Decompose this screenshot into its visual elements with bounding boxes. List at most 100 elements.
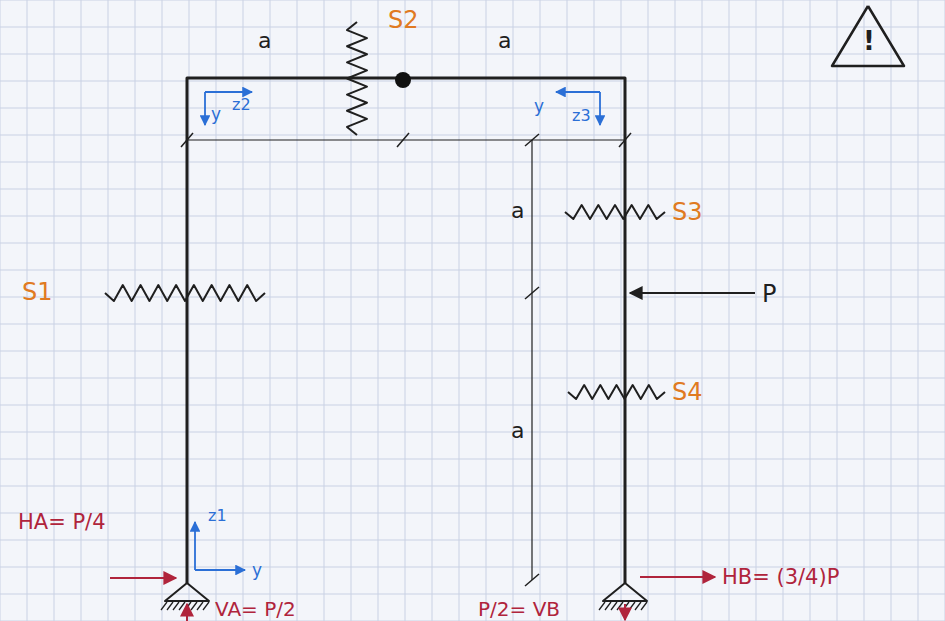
grid-line [243,0,244,621]
axis-arrow [195,569,245,571]
grid-line [0,135,945,136]
grid-line [729,0,730,621]
grid-line [432,0,433,621]
support-hatch [611,602,617,610]
grid-line [216,0,217,621]
dimension-label: a [498,30,511,52]
support-hatch [605,602,611,610]
frame-member [187,78,625,583]
grid-line [0,27,945,28]
grid-line [0,54,945,55]
grid-line [0,351,945,352]
grid-line [0,216,945,217]
support-hatch [173,602,179,610]
grid-line [783,0,784,621]
frame-structure [105,6,904,621]
spring-label: S2 [388,8,419,32]
grid-line [0,540,945,541]
grid-line [486,0,487,621]
support-hatch [617,602,623,610]
axis-label: z3 [572,108,591,124]
grid-line [0,297,945,298]
axis-arrow [204,92,206,125]
spring-symbol [565,205,665,219]
grid-line [162,0,163,621]
grid-line [621,0,622,621]
grid-line [540,0,541,621]
dimension-tick [525,574,539,586]
grid-line [378,0,379,621]
grid-line [837,0,838,621]
support-hatch [179,602,185,610]
grid-line [270,0,271,621]
grid-line [135,0,136,621]
grid-line [0,189,945,190]
dimension-tick [525,287,539,299]
axis-arrow [205,91,252,93]
axis-label: z2 [232,97,251,113]
axis-arrow [599,92,601,125]
pin-support [165,583,209,601]
spring-label: S4 [672,380,703,404]
dimension-line [531,140,532,580]
support-hatch [641,602,647,610]
grid-line [0,243,945,244]
grid-line [0,108,945,109]
axis-arrow [556,91,600,93]
grid-line [0,0,1,621]
spring-label: S1 [22,280,53,304]
support-hatch [629,602,635,610]
axis-label: y [252,562,262,579]
grid-line [756,0,757,621]
axis-label: y [211,106,221,123]
grid-line [918,0,919,621]
dimension-tick [525,134,539,146]
grid-line [324,0,325,621]
reaction-arrow [110,577,176,579]
support-hatch [635,602,641,610]
dimension-tick [397,133,409,147]
axis-label: z1 [208,508,227,524]
load-label: P [762,282,776,306]
reaction-arrow [640,576,715,578]
grid-line [0,594,945,595]
spring-symbol [105,285,265,301]
grid-line [297,0,298,621]
grid-line [594,0,595,621]
support-hatch [203,602,209,610]
dimension-label: a [511,420,524,442]
grid-line [0,324,945,325]
grid-line [675,0,676,621]
reaction-arrow [624,604,626,620]
reaction-label: P/2= VB [478,599,560,619]
reaction-arrow [186,604,188,621]
grid-line [0,378,945,379]
grid-line [0,162,945,163]
reaction-label: VA= P/2 [215,599,296,619]
grid-line [108,0,109,621]
axis-label: y [534,98,544,115]
warning-triangle [832,6,904,66]
grid-line [0,513,945,514]
grid-line [702,0,703,621]
grid-line [405,0,406,621]
reaction-label: HB= (3/4)P [722,567,839,588]
grid-line [810,0,811,621]
support-hatch [161,602,167,610]
grid-line [513,0,514,621]
dimension-tick [181,133,193,147]
spring-symbol [347,22,367,135]
spring-symbol [568,385,665,399]
support-hatch [167,602,173,610]
grid-line [459,0,460,621]
spring-label: S3 [672,200,703,224]
grid-line [891,0,892,621]
axis-arrow [194,522,196,570]
grid-line [0,459,945,460]
dimension-label: a [258,30,271,52]
dimension-line [187,139,625,140]
grid-line [0,270,945,271]
grid-line [864,0,865,621]
